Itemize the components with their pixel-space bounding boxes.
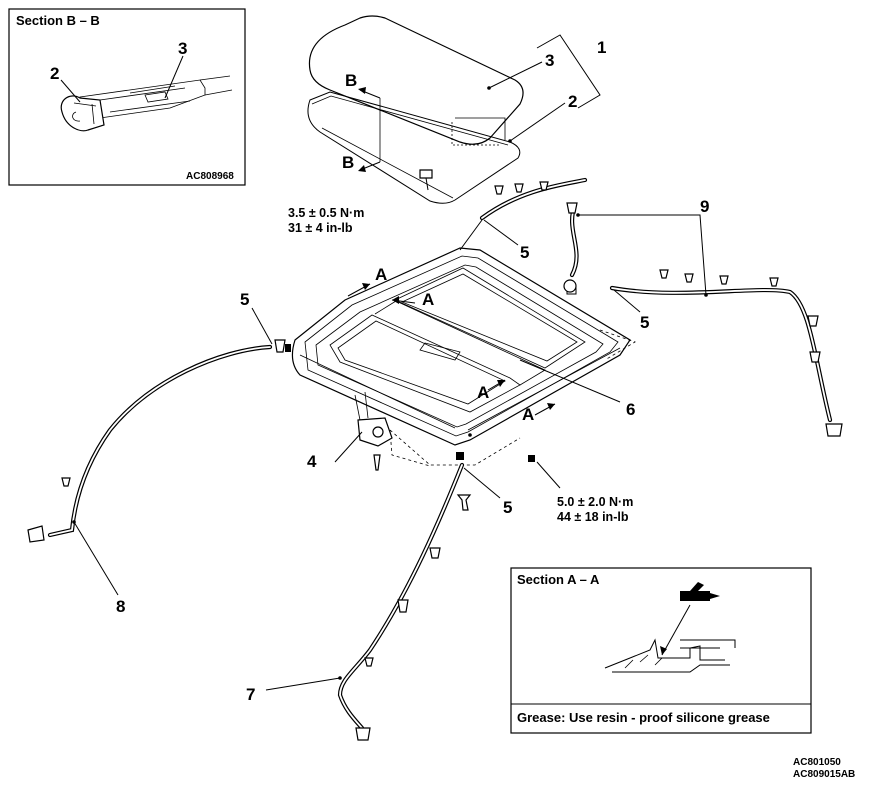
drain-hose-8 bbox=[47, 344, 273, 538]
section-a-note: Grease: Use resin - proof silicone greas… bbox=[517, 710, 770, 725]
grease-gun-icon bbox=[680, 582, 720, 601]
figure-code-2: AC809015AB bbox=[793, 769, 855, 780]
callout-5-upper: 5 bbox=[520, 243, 529, 262]
section-b-callout-3: 3 bbox=[178, 39, 187, 58]
section-marker-a3: A bbox=[477, 383, 489, 402]
frame-outer bbox=[291, 247, 631, 446]
section-marker-a1: A bbox=[375, 265, 387, 284]
sunroof-frame: 6 A A A A bbox=[285, 247, 636, 467]
callout-2: 2 bbox=[568, 92, 577, 111]
torque-upper-nm: 3.5 ± 0.5 N·m bbox=[288, 206, 364, 220]
section-b-weatherstrip bbox=[60, 95, 105, 132]
sunroof-glass bbox=[308, 15, 524, 145]
callout-9: 9 bbox=[700, 197, 709, 216]
section-marker-a4: A bbox=[522, 405, 534, 424]
section-b-callout-2: 2 bbox=[50, 64, 59, 83]
callout-8: 8 bbox=[116, 597, 125, 616]
drain-hose-9-lower bbox=[609, 285, 833, 423]
callout-5-lower: 5 bbox=[503, 498, 512, 517]
callout-5-right: 5 bbox=[640, 313, 649, 332]
section-a-inset: Section A – A Grease: Use resin - proof … bbox=[510, 567, 812, 734]
sunroof-motor: 4 bbox=[307, 391, 393, 471]
callout-6: 6 bbox=[626, 400, 635, 419]
glass-bolt bbox=[419, 169, 433, 179]
section-b-title: Section B – B bbox=[16, 13, 100, 28]
torque-lower-inlb: 44 ± 18 in-lb bbox=[557, 510, 629, 524]
drain-hoses: 5 5 5 5 7 8 9 bbox=[27, 177, 843, 741]
callout-7: 7 bbox=[246, 685, 255, 704]
glass-assembly: B B bbox=[307, 15, 524, 204]
glass-weatherstrip bbox=[307, 91, 521, 204]
frame-rear-opening bbox=[394, 267, 586, 369]
section-b-code: AC808968 bbox=[186, 171, 234, 182]
figure-code-1: AC801050 bbox=[793, 757, 841, 768]
callout-1: 1 bbox=[597, 38, 606, 57]
section-marker-b-lower: B bbox=[342, 153, 354, 172]
callouts-top: 1 2 3 bbox=[488, 34, 606, 142]
figure-codes: AC801050 AC809015AB bbox=[793, 757, 855, 780]
torque-lower: 5.0 ± 2.0 N·m 44 ± 18 in-lb bbox=[536, 461, 633, 524]
section-marker-a2: A bbox=[422, 290, 434, 309]
torque-lower-nm: 5.0 ± 2.0 N·m bbox=[557, 495, 633, 509]
callout-4: 4 bbox=[307, 452, 317, 471]
section-a-title: Section A – A bbox=[517, 572, 600, 587]
torque-upper-inlb: 31 ± 4 in-lb bbox=[288, 221, 353, 235]
torque-upper: 3.5 ± 0.5 N·m 31 ± 4 in-lb bbox=[288, 206, 364, 235]
section-a-rail bbox=[604, 638, 725, 669]
callout-3: 3 bbox=[545, 51, 554, 70]
hose-clips bbox=[61, 181, 821, 667]
section-b-frame bbox=[8, 8, 246, 186]
section-marker-b-upper: B bbox=[345, 71, 357, 90]
callout-5-left: 5 bbox=[240, 290, 249, 309]
section-b-inset: Section B – B 2 3 AC808968 bbox=[8, 8, 246, 186]
